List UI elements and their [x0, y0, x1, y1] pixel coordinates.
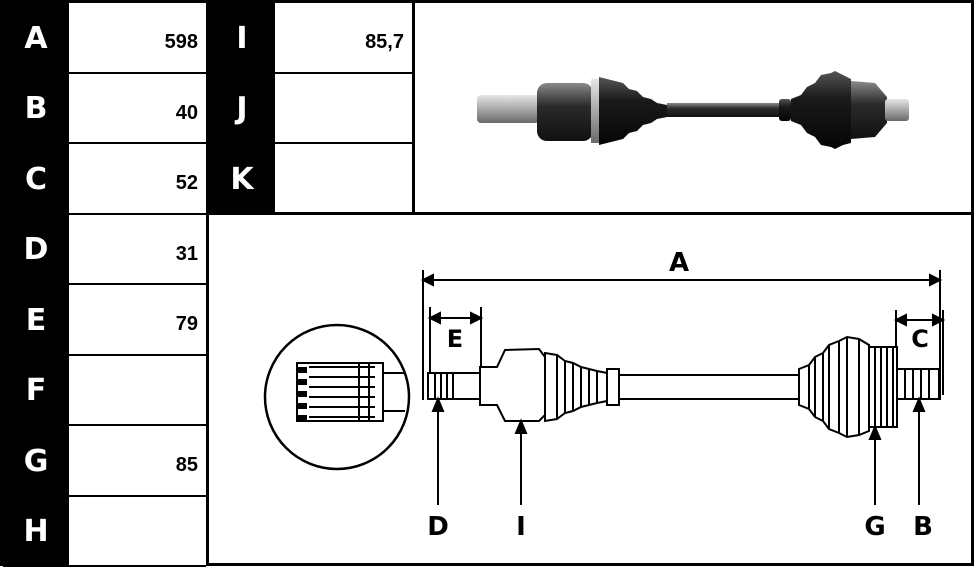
dimension-value-b: 40 [69, 73, 206, 144]
divider-right-table [412, 0, 415, 215]
label-a: A [669, 248, 689, 278]
dimension-value-d: 31 [69, 214, 206, 285]
dimension-e [427, 307, 484, 375]
dimension-letter-e: E [3, 285, 69, 356]
dimension-letter-d: D [3, 214, 69, 285]
label-g: G [864, 512, 885, 542]
dimension-value-k [275, 144, 412, 215]
label-b: B [913, 512, 933, 542]
dimension-value-j [275, 73, 412, 144]
label-e: E [447, 325, 463, 353]
dimension-letter-k: K [209, 144, 275, 215]
drive-shaft-outline [427, 335, 940, 439]
dimension-letter-g: G [3, 426, 69, 497]
dimension-letter-c: C [3, 144, 69, 215]
dimension-value-e: 79 [69, 285, 206, 356]
dimension-value-i: 85,7 [275, 3, 412, 74]
dimension-value-h [69, 496, 206, 567]
label-i: I [516, 512, 526, 542]
dimension-letter-f: F [3, 355, 69, 426]
label-d: D [427, 512, 449, 542]
dimension-value-a: 598 [69, 3, 206, 74]
dimension-value-f [69, 355, 206, 426]
divider-left-table [206, 0, 209, 566]
dimension-letter-j: J [209, 73, 275, 144]
dimension-value-g: 85 [69, 426, 206, 497]
dimension-letter-b: B [3, 73, 69, 144]
technical-drawing: A E C [209, 215, 971, 563]
leader-lines [431, 396, 926, 505]
dimension-letter-a: A [3, 3, 69, 74]
dimension-letter-h: H [3, 496, 69, 567]
drive-shaft-photo [477, 71, 909, 149]
spline-detail-magnifier [263, 323, 411, 471]
product-photo [415, 3, 971, 213]
dimension-value-c: 52 [69, 144, 206, 215]
divider-photo-bottom [206, 212, 974, 215]
dimension-letter-i: I [209, 3, 275, 74]
label-c: C [911, 325, 929, 353]
